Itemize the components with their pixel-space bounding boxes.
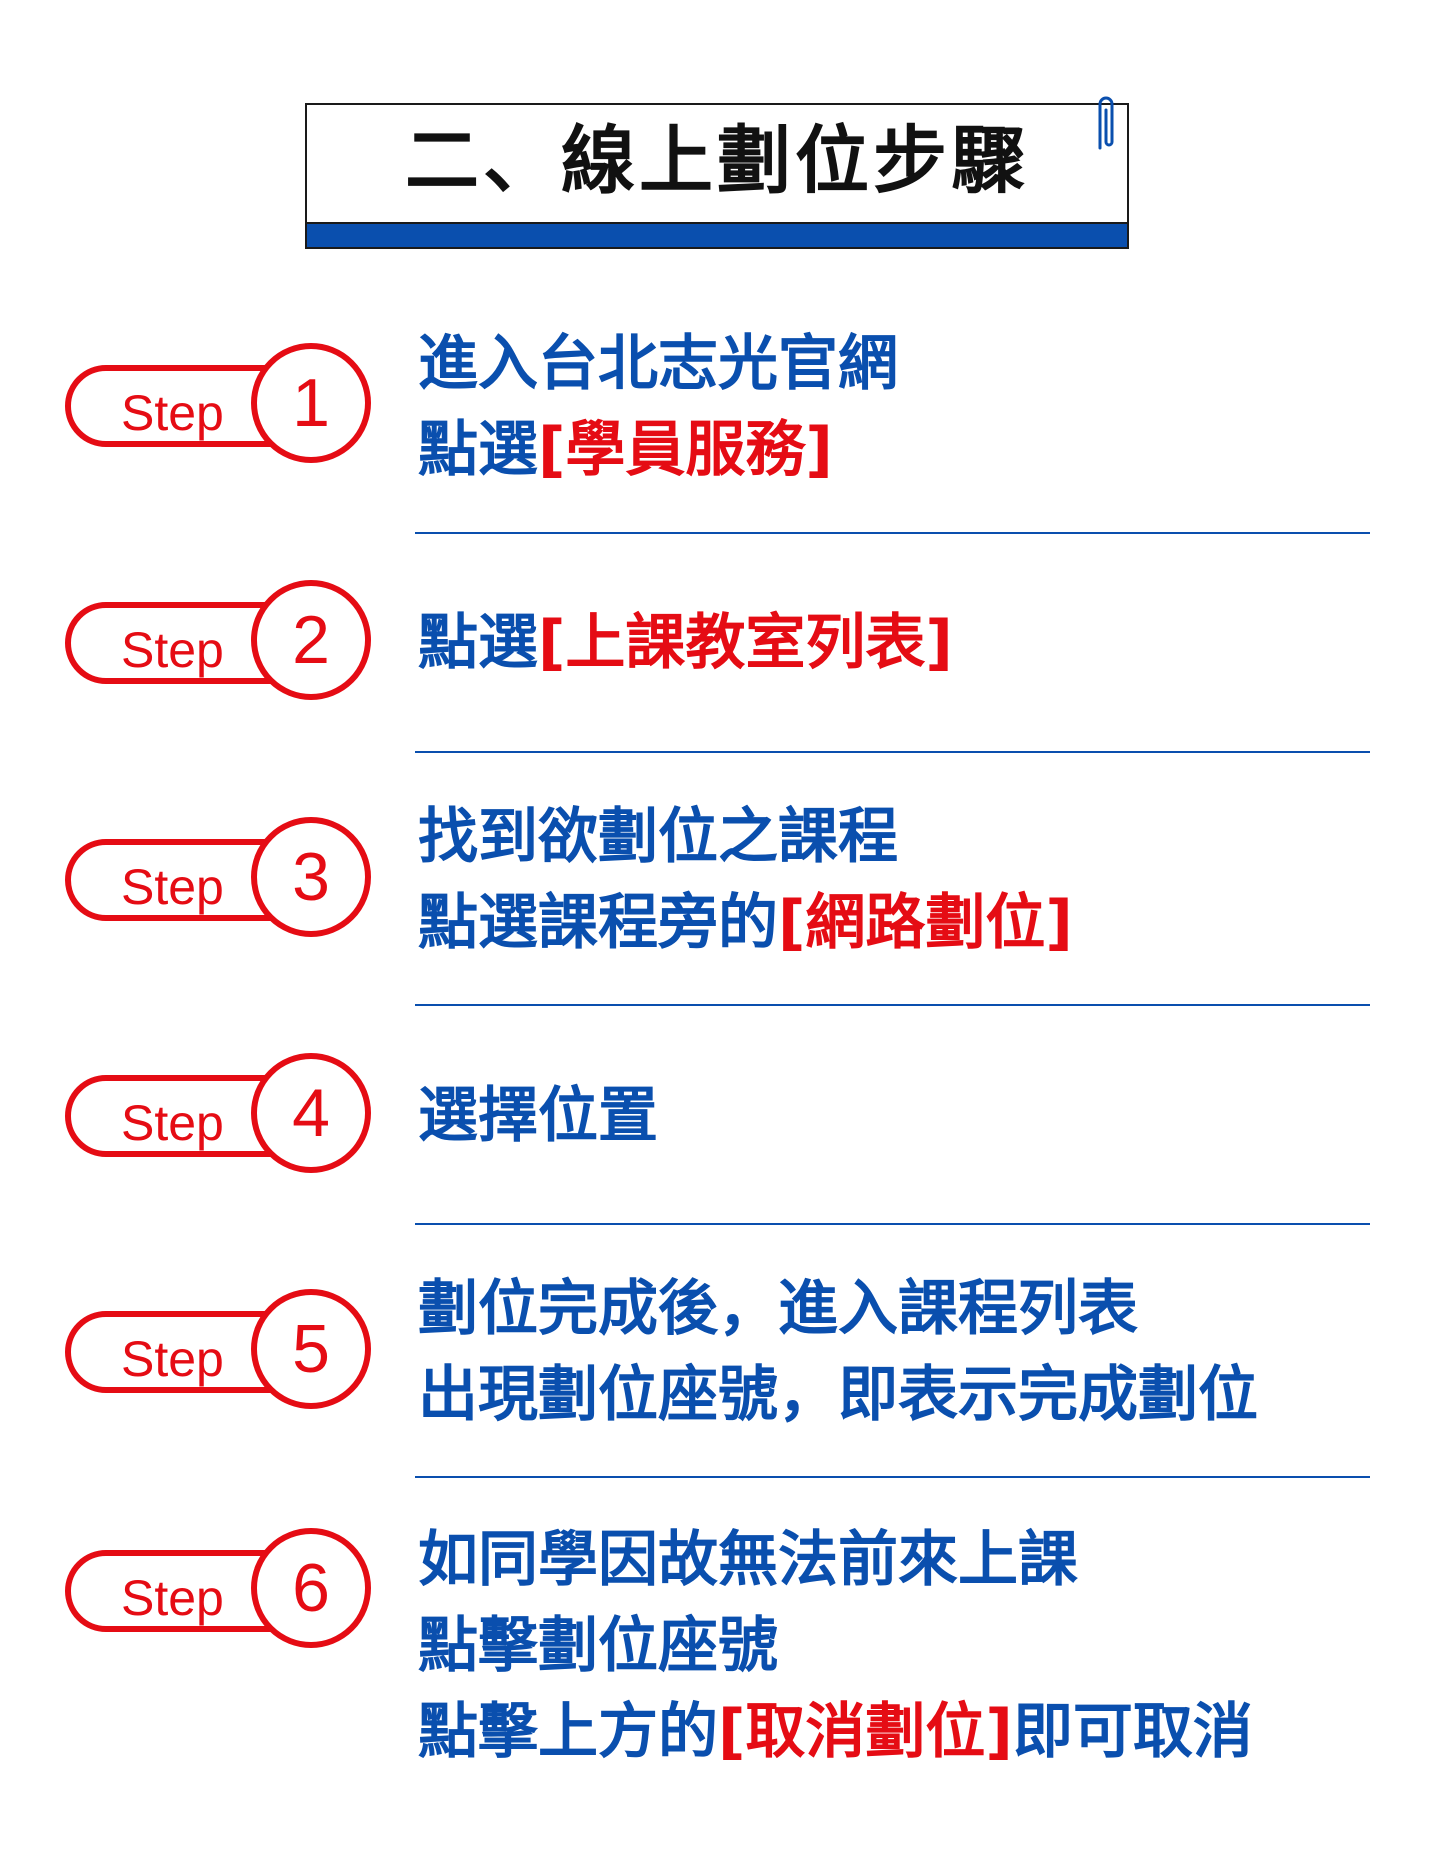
instruction-line: 出現劃位座號，即表示完成劃位 xyxy=(418,1360,1258,1430)
step-text-1: 進入台北志光官網 點選[學員服務] xyxy=(418,321,1378,493)
divider xyxy=(415,1004,1370,1006)
menu-reference: [上課教室列表] xyxy=(538,608,953,678)
instruction-prefix: 點選 xyxy=(418,608,538,678)
step-badge-1: Step 1 xyxy=(62,343,372,468)
step-label: Step xyxy=(121,1570,224,1626)
instruction-prefix: 點選 xyxy=(418,415,538,485)
page-title: 二、線上劃位步驟 xyxy=(405,118,1029,204)
instruction-line: 點擊劃位座號 xyxy=(418,1611,778,1681)
instruction-suffix: 即可取消 xyxy=(1012,1697,1253,1767)
divider xyxy=(415,1476,1370,1478)
divider xyxy=(415,1223,1370,1225)
instruction-line: 找到欲劃位之課程 xyxy=(418,802,898,872)
instruction-prefix: 點選課程旁的 xyxy=(418,888,778,958)
instruction-line: 劃位完成後，進入課程列表 xyxy=(418,1274,1138,1344)
step-label: Step xyxy=(121,859,224,915)
step-text-3: 找到欲劃位之課程 點選課程旁的[網路劃位] xyxy=(418,794,1378,966)
menu-reference: [網路劃位] xyxy=(778,888,1073,958)
step-label: Step xyxy=(121,385,224,441)
step-badge-4: Step 4 xyxy=(62,1053,372,1178)
instruction-line: 選擇位置 xyxy=(418,1081,658,1151)
step-badge-2: Step 2 xyxy=(62,580,372,705)
instruction-line: 如同學因故無法前來上課 xyxy=(418,1525,1078,1595)
step-label: Step xyxy=(121,622,224,678)
menu-reference: [學員服務] xyxy=(538,415,833,485)
step-text-6: 如同學因故無法前來上課 點擊劃位座號 點擊上方的[取消劃位]即可取消 xyxy=(418,1517,1378,1775)
step-number: 2 xyxy=(251,580,371,700)
step-badge-6: Step 6 xyxy=(62,1528,372,1653)
step-number: 1 xyxy=(251,343,371,463)
instruction-line: 點選[上課教室列表] xyxy=(418,600,1378,686)
paperclip-icon xyxy=(1091,92,1121,162)
title-accent-bar xyxy=(307,222,1127,247)
instruction-line: 點選[學員服務] xyxy=(418,407,1378,493)
step-label: Step xyxy=(121,1331,224,1387)
instruction-prefix: 點擊上方的 xyxy=(418,1697,718,1767)
instruction-line: 點擊上方的[取消劃位]即可取消 xyxy=(418,1689,1378,1775)
divider xyxy=(415,532,1370,534)
instruction-line: 進入台北志光官網 xyxy=(418,329,898,399)
step-number: 4 xyxy=(251,1053,371,1173)
step-number: 3 xyxy=(251,817,371,937)
step-text-2: 點選[上課教室列表] xyxy=(418,600,1378,686)
step-text-5: 劃位完成後，進入課程列表 出現劃位座號，即表示完成劃位 xyxy=(418,1266,1378,1438)
step-badge-3: Step 3 xyxy=(62,817,372,942)
menu-reference: [取消劃位] xyxy=(718,1697,1013,1767)
divider xyxy=(415,751,1370,753)
section-title-box: 二、線上劃位步驟 xyxy=(305,103,1129,249)
step-number: 6 xyxy=(251,1528,371,1648)
step-badge-5: Step 5 xyxy=(62,1289,372,1414)
instruction-line: 點選課程旁的[網路劃位] xyxy=(418,880,1378,966)
step-text-4: 選擇位置 xyxy=(418,1073,1378,1159)
step-number: 5 xyxy=(251,1289,371,1409)
step-label: Step xyxy=(121,1095,224,1151)
